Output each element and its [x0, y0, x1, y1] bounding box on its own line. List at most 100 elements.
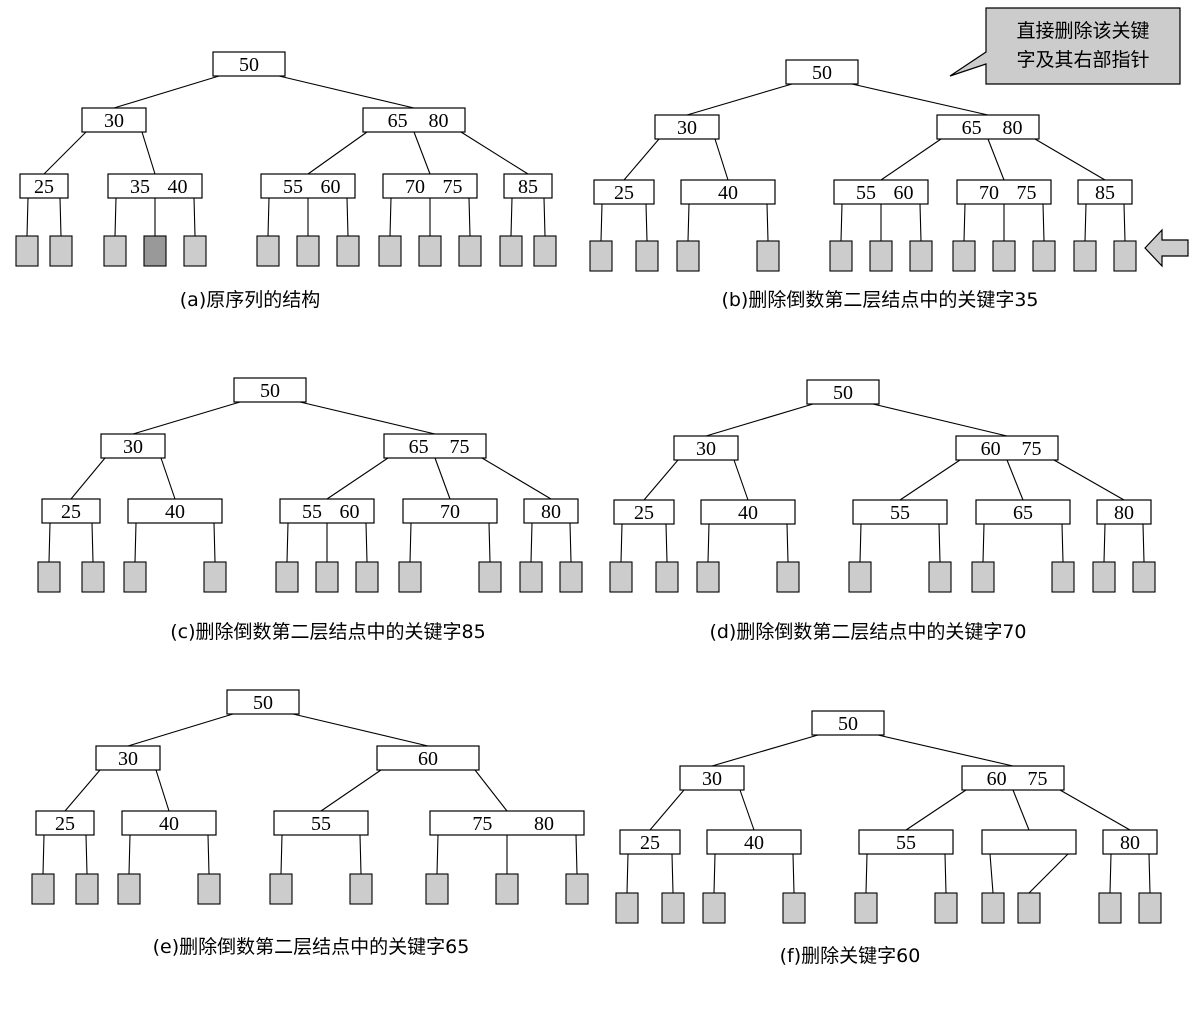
panel-f-l1-1-key-1: 30: [702, 768, 722, 790]
panel-a-edge-root-0: [113, 75, 220, 109]
panel-d-edge-l1-1: [733, 459, 749, 501]
panel-e-l1-2-box: [376, 745, 480, 771]
panel-d-leaf-pointer-3-1: [1061, 523, 1064, 563]
panel-c-l1-2-box: [383, 433, 487, 459]
panel-e-leaf: [349, 873, 373, 905]
panel-e-l2-1-box: [35, 810, 95, 836]
panel-a-l2-4-key-1: 70: [405, 176, 425, 198]
panel-d-l1-2-key-1: 60: [981, 438, 1001, 460]
panel-c-leaf-pointer-4-0: [530, 522, 533, 563]
panel-d-l1-2-box: [955, 435, 1059, 461]
panel-c-l2-node-4: 70: [402, 498, 498, 524]
panel-b-leaf-pointer-4-0: [1084, 203, 1087, 242]
panel-b-leaf-pointer-2-0: [840, 203, 843, 242]
callout: 直接删除该关键 字及其右部指针: [949, 7, 1181, 85]
panel-e-l2-1-key-1: 25: [55, 813, 75, 835]
panel-c-l1-1-key-1: 30: [123, 436, 143, 458]
panel-c-edge-l1-0: [70, 457, 106, 500]
panel-a-root-key-1: 50: [239, 54, 259, 76]
panel-c-leaf: [478, 561, 502, 593]
panel-e-l1-node-2: 60: [376, 745, 480, 771]
panel-c-leaf-pointer-2-2: [365, 522, 368, 563]
panel-a-edge-l1-4: [460, 131, 529, 175]
panel-c-leaf-pointer-2-0: [286, 522, 289, 563]
panel-a-l2-3-key-1: 55: [283, 176, 303, 198]
panel-f-leaf-pointer-3-0: [989, 853, 994, 894]
panel-f-leaf-pointer-4-0: [1109, 853, 1112, 894]
panel-c-root-key-1: 50: [260, 380, 280, 402]
panel-b-root-key-1: 50: [812, 62, 832, 84]
panel-e-edge-root-0: [127, 713, 234, 747]
panel-b-edge-l1-4: [1034, 138, 1106, 181]
panel-e-l2-node-3: 55: [273, 810, 369, 836]
panel-f-l2-3-box: [858, 829, 954, 855]
panel-f-l2-5-box: [1102, 829, 1158, 855]
panel-f-caption: (f)删除关键字60: [780, 945, 921, 967]
panel-b-l2-3-box: [833, 179, 929, 205]
panel-d-leaf-pointer-0-1: [665, 523, 668, 563]
panel-f-leaf-pointer-4-1: [1148, 853, 1151, 894]
panel-e-leaf: [117, 873, 141, 905]
panel-f-edge-l1-1: [739, 789, 755, 831]
panel-c-edge-l1-3: [434, 457, 451, 500]
panel-c-l2-node-3: 55 60: [279, 498, 375, 524]
panel-e-leaf-pointer-3-0: [436, 834, 439, 875]
panel-c-l2-3-key-2: 60: [340, 501, 360, 523]
panel-d-l2-3-box: [852, 499, 948, 525]
panel-d-leaf-pointer-4-0: [1103, 523, 1106, 563]
panel-c-leaf-pointer-3-0: [409, 522, 412, 563]
panel-c-l1-node-1: 30: [100, 433, 166, 459]
panel-c-leaf-pointer-0-0: [48, 522, 51, 563]
panel-c-root-node: 50: [233, 377, 307, 403]
panel-d-l2-1-box: [613, 499, 675, 525]
panel-a-leaf: [256, 235, 280, 267]
panel-b-l2-5-key-1: 85: [1095, 182, 1115, 204]
panel-a-root-node: 50: [212, 51, 286, 77]
panel-c-l2-1-box: [41, 498, 101, 524]
panel-d-l2-2-key-1: 40: [738, 502, 758, 524]
panel-a-leaf-pointer-4-0: [510, 197, 513, 237]
panel-f-leaf: [615, 892, 639, 924]
panel-a-leaf: [499, 235, 523, 267]
panel-e-l2-node-1: 25: [35, 810, 95, 836]
panel-c-l2-3-key-1: 55: [302, 501, 322, 523]
panel-e-caption: (e)删除倒数第二层结点中的关键字65: [153, 936, 470, 958]
panel-f-l1-1-box: [679, 765, 745, 791]
panel-f-leaf-pointer-3-1: [1028, 853, 1069, 894]
panel-b-caption: (b)删除倒数第二层结点中的关键字35: [721, 289, 1038, 311]
panel-a-l1-1-box: [81, 107, 147, 133]
panel-f-l1-2-box: [961, 765, 1065, 791]
panel-e-leaf: [495, 873, 519, 905]
panel-b-edge-l1-1: [714, 138, 729, 181]
panel-a-caption: (a)原序列的结构: [180, 289, 320, 311]
panel-a-l2-node-5: 85: [503, 173, 553, 199]
panel-a-edge-l1-1: [141, 131, 156, 175]
panel-a-leaf: [296, 235, 320, 267]
panel-a-leaf: [418, 235, 442, 267]
panel-e-leaf-pointer-3-2: [575, 834, 578, 875]
panel-b-l1-2-key-1: 65: [962, 117, 982, 139]
panel-d-leaf: [696, 561, 720, 593]
panel-d-root-box: [806, 379, 880, 405]
panel-a-l2-3-box: [260, 173, 356, 199]
panel-e-l1-1-key-1: 30: [118, 748, 138, 770]
panel-f-l2-node-1: 25: [619, 829, 681, 855]
panel-c-leaf: [203, 561, 227, 593]
panel-b-l1-1-key-1: 30: [677, 117, 697, 139]
panel-d-leaf-pointer-2-1: [938, 523, 941, 563]
panel-d-caption: (d)删除倒数第二层结点中的关键字70: [709, 621, 1026, 643]
panel-d-leaf-pointer-3-0: [982, 523, 985, 563]
panel-c-l2-2-key-1: 40: [165, 501, 185, 523]
panel-b-leaf-pointer-1-0: [687, 203, 690, 242]
panel-d-l2-3-key-1: 55: [890, 502, 910, 524]
panel-a-l1-1-key-1: 30: [104, 110, 124, 132]
panel-e-leaf-pointer-2-1: [359, 834, 362, 875]
panel-f-l2-node-2: 40: [706, 829, 802, 855]
